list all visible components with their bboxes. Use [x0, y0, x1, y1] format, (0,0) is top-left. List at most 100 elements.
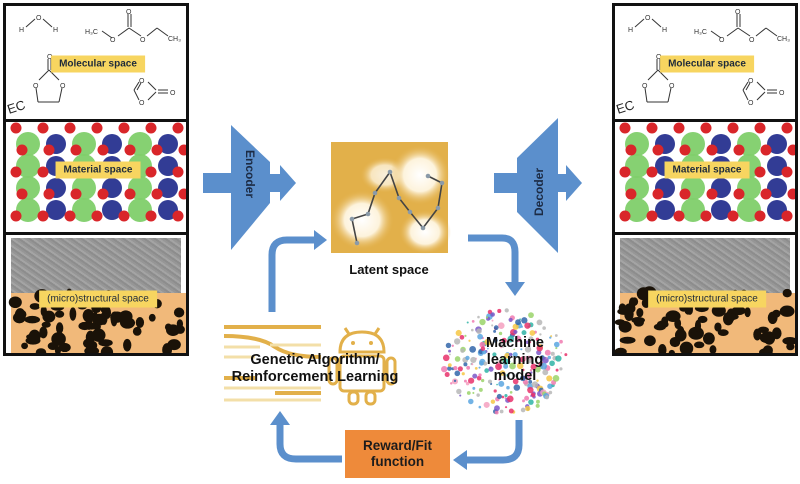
- brain-dot: [499, 409, 504, 414]
- brain-dot: [549, 360, 555, 367]
- vc-molecule: [742, 81, 777, 101]
- pore: [91, 328, 106, 342]
- structural-space-section: (micro)structural space: [6, 235, 186, 353]
- brain-dot: [552, 375, 560, 382]
- vc-molecule: [133, 81, 168, 101]
- metal-atom-green: [681, 198, 705, 222]
- brain-dot: [477, 333, 483, 340]
- brain-dot: [457, 366, 463, 372]
- pore: [628, 297, 636, 309]
- oxygen-atom: [781, 166, 793, 178]
- atom-label: H: [662, 27, 667, 34]
- pore: [782, 337, 795, 345]
- brain-dot: [522, 356, 527, 361]
- atom-label: O: [60, 83, 66, 90]
- atom-label: O: [669, 83, 675, 90]
- oxygen-atom: [646, 210, 658, 222]
- brain-dot: [514, 335, 522, 343]
- atom-label: O: [719, 37, 725, 44]
- pore: [771, 327, 782, 340]
- brain-dot: [499, 370, 506, 376]
- brain-dot: [483, 401, 490, 408]
- brain-dot: [476, 375, 482, 381]
- brain-dot: [504, 394, 508, 398]
- brain-dot: [478, 373, 482, 377]
- brain-dot: [560, 352, 563, 354]
- pore: [619, 336, 636, 344]
- structural-space-label: (micro)structural space: [648, 290, 766, 308]
- pore: [39, 326, 48, 339]
- brain-dot: [506, 385, 510, 390]
- brain-dot: [508, 352, 513, 357]
- oxygen-atom: [10, 210, 22, 222]
- brain-dot: [496, 383, 498, 386]
- pore: [51, 332, 66, 346]
- pore: [760, 332, 774, 344]
- brain-dot: [554, 334, 558, 337]
- metal-atom-blue: [158, 178, 178, 198]
- output-spaces-panel: O H H H₃C CH₃ O O O O O O O O O EC Molec…: [612, 3, 798, 356]
- pore: [132, 326, 142, 336]
- brain-dot: [477, 315, 480, 319]
- oxygen-atom: [700, 210, 712, 222]
- brain-dot: [463, 379, 467, 383]
- chromosome-strands-icon: [223, 325, 322, 395]
- metal-atom-blue: [711, 200, 731, 220]
- oxygen-atom: [118, 210, 130, 222]
- brain-dot: [524, 322, 531, 329]
- material-space-section: Material space: [615, 119, 795, 235]
- brain-dot: [479, 341, 486, 348]
- pore: [744, 307, 751, 318]
- brain-dot: [491, 324, 494, 327]
- molecular-space-label: Molecular space: [660, 55, 754, 73]
- input-spaces-panel: O H H H₃C CH₃ O O O O O O O O O EC Molec…: [3, 3, 189, 356]
- brain-dot: [555, 347, 558, 350]
- pore: [782, 288, 792, 298]
- brain-dot: [527, 386, 534, 394]
- oxygen-atom: [673, 210, 685, 222]
- brain-dot: [502, 358, 509, 365]
- brain-dot: [469, 345, 477, 353]
- brain-dot: [544, 349, 551, 356]
- brain-dot: [519, 375, 526, 382]
- brain-dot: [465, 381, 470, 386]
- pore: [779, 305, 795, 317]
- brain-dot: [513, 374, 517, 378]
- latent-space-image: [330, 142, 451, 254]
- brain-dot: [513, 384, 521, 391]
- brain-dot: [454, 356, 461, 362]
- brain-dot: [459, 394, 462, 397]
- pore: [41, 321, 51, 328]
- pore: [82, 309, 95, 323]
- brain-dot: [476, 393, 480, 397]
- brain-dot: [482, 350, 487, 355]
- arrowhead: [505, 282, 525, 296]
- oxygen-atom: [43, 188, 55, 200]
- pore: [674, 328, 687, 342]
- molecular-space-section: O H H H₃C CH₃ O O O O O O O O O EC Molec…: [615, 6, 795, 119]
- atom-label: O: [126, 9, 132, 16]
- oxygen-atom: [781, 122, 793, 134]
- structural-space-label: (micro)structural space: [39, 290, 157, 308]
- pore: [58, 342, 71, 353]
- brain-dot: [472, 391, 475, 394]
- brain-dot: [535, 337, 540, 342]
- pore: [618, 321, 632, 333]
- oxygen-atom: [679, 144, 691, 156]
- water-molecule: [634, 18, 662, 28]
- brain-dot: [550, 351, 555, 356]
- pore: [8, 296, 22, 309]
- brain-dot: [528, 312, 534, 319]
- pore: [694, 319, 702, 333]
- oxygen-atom: [145, 122, 157, 134]
- brain-dot: [529, 341, 532, 344]
- ec-label: EC: [6, 97, 27, 117]
- ml-model-label-line: model: [493, 368, 537, 385]
- oxygen-atom: [37, 210, 49, 222]
- brain-dot: [464, 334, 467, 337]
- brain-dot: [466, 365, 471, 370]
- brain-dots-illustration: [441, 308, 568, 415]
- oxygen-atom: [754, 166, 766, 178]
- brain-dot: [529, 330, 536, 336]
- oxygen-atom: [178, 144, 186, 156]
